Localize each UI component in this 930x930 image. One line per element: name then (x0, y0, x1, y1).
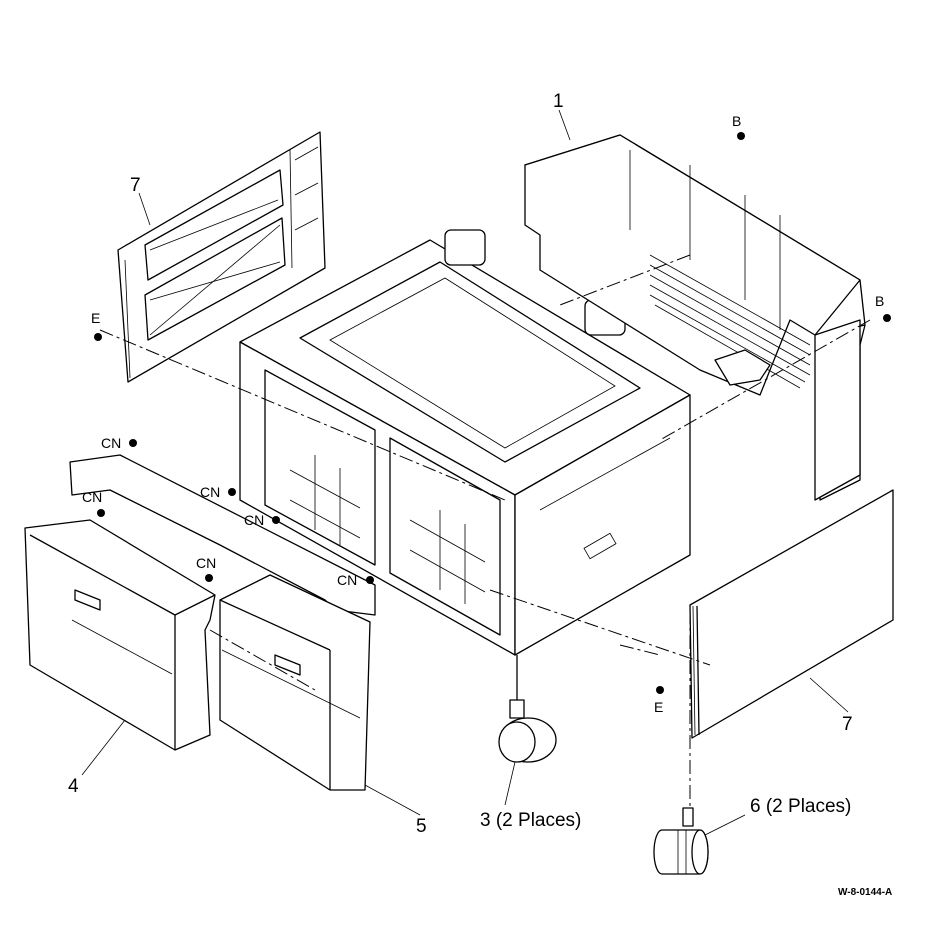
marker-labels: B B E E CN CN CN CN CN CN (82, 113, 884, 715)
front-cover-left-part (24, 519, 216, 751)
part-label-1: 1 (553, 91, 564, 112)
marker-cn-label: CN (244, 512, 264, 528)
marker-cn-label: CN (200, 484, 220, 500)
caster-wheel-part (498, 655, 557, 763)
front-cover-right-part (219, 574, 371, 791)
part-label-4: 4 (68, 776, 79, 797)
side-cover-lower-part (689, 489, 894, 739)
part-label-6: 6 (2 Places) (750, 796, 851, 817)
leader-lines (81, 109, 849, 836)
marker-cn-dot (366, 576, 374, 584)
part-label-7-lower: 7 (842, 714, 853, 735)
marker-b-label: B (732, 113, 741, 129)
marker-b-label: B (875, 293, 884, 309)
marker-cn-label: CN (196, 555, 216, 571)
marker-e-label: E (654, 699, 663, 715)
marker-cn-label: CN (101, 435, 121, 451)
marker-cn-dot (228, 488, 236, 496)
marker-cn-label: CN (337, 572, 357, 588)
figure-code: W-8-0144-A (838, 887, 892, 898)
part-labels: 1 7 7 4 5 3 (2 Places) 6 (2 Places) (68, 91, 853, 837)
marker-cn-label: CN (82, 489, 102, 505)
marker-cn-dot (272, 516, 280, 524)
leveling-foot-part (653, 807, 709, 875)
marker-dots (94, 132, 891, 694)
marker-b-dot (883, 314, 891, 322)
marker-e-dot (656, 686, 664, 694)
marker-cn-dot (129, 439, 137, 447)
main-frame (239, 229, 691, 656)
marker-cn-dot (205, 574, 213, 582)
marker-cn-dot (97, 509, 105, 517)
part-label-5: 5 (416, 816, 427, 837)
part-label-3: 3 (2 Places) (480, 810, 581, 831)
marker-b-dot (737, 132, 745, 140)
side-cover-upper-part (117, 131, 326, 383)
alignment-lines (99, 254, 871, 810)
marker-e-dot (94, 333, 102, 341)
marker-e-label: E (91, 310, 100, 326)
part-label-7-upper: 7 (130, 175, 141, 196)
